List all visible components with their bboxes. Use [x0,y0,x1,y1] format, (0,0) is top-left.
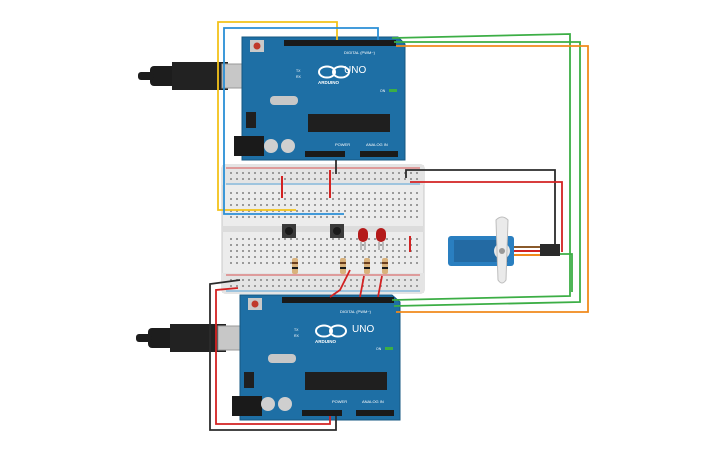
wire-green-2[interactable] [393,41,581,307]
wire-black-servo[interactable] [405,169,556,246]
svg-text:RX: RX [294,334,300,338]
resistor-3[interactable] [364,258,370,274]
power-header-top [305,151,345,157]
capacitor-top-1 [264,139,278,153]
micro-servo[interactable] [448,216,560,284]
svg-text:ON: ON [380,89,386,93]
microcontroller-chip-bottom [305,372,387,390]
analog-label-top: ANALOG IN [366,142,388,147]
led-1[interactable] [358,228,368,250]
analog-label-bottom: ANALOG IN [362,399,384,404]
pushbutton-1[interactable] [282,224,296,238]
capacitor-bottom-1 [261,397,275,411]
resistor-2[interactable] [340,258,346,274]
power-jack-top [234,136,264,156]
svg-text:TX: TX [296,69,301,73]
resistor-4[interactable] [382,258,388,274]
wiring[interactable] [209,21,589,431]
digital-header-bottom [282,297,394,303]
wire-green-1[interactable] [391,33,571,301]
capacitor-top-2 [281,139,295,153]
brand-label-bottom: ARDUINO [315,339,336,344]
power-jack-bottom [232,396,262,416]
wire-blue[interactable] [223,27,379,215]
wire-red-bottom[interactable] [215,287,331,425]
breadboard-holes [230,172,418,287]
svg-text:RX: RX [296,75,302,79]
led-2[interactable] [376,228,386,250]
digital-label-bottom: DIGITAL (PWM~) [340,309,372,314]
digital-header-top [284,40,396,46]
arduino-uno-top[interactable]: UNO ARDUINO DIGITAL (PWM~) POWER ANALOG … [138,36,406,161]
svg-text:TX: TX [294,328,299,332]
usb-cable-plug-top [150,66,178,86]
power-label-top: POWER [335,142,350,147]
crystal-top [270,96,298,105]
power-header-bottom [302,410,342,416]
resistor-1[interactable] [292,258,298,274]
model-label-bottom: UNO [352,324,374,335]
model-label-top: UNO [344,65,366,76]
wire-black-bottom[interactable] [209,279,337,431]
svg-text:ON: ON [376,347,382,351]
arduino-uno-bottom[interactable]: UNO ARDUINO DIGITAL (PWM~) POWER ANALOG … [136,294,401,421]
pushbutton-2[interactable] [330,224,344,238]
microcontroller-chip-top [308,114,390,132]
wire-red-servo[interactable] [410,181,563,252]
wire-orange[interactable] [396,45,589,313]
power-label-bottom: POWER [332,399,347,404]
digital-label-top: DIGITAL (PWM~) [344,50,376,55]
analog-header-bottom [356,410,394,416]
capacitor-bottom-2 [278,397,292,411]
brand-label-top: ARDUINO [318,80,339,85]
crystal-bottom [268,354,296,363]
analog-header-top [360,151,398,157]
usb-cable-plug-bottom [148,328,176,348]
breadboard[interactable] [221,164,425,294]
